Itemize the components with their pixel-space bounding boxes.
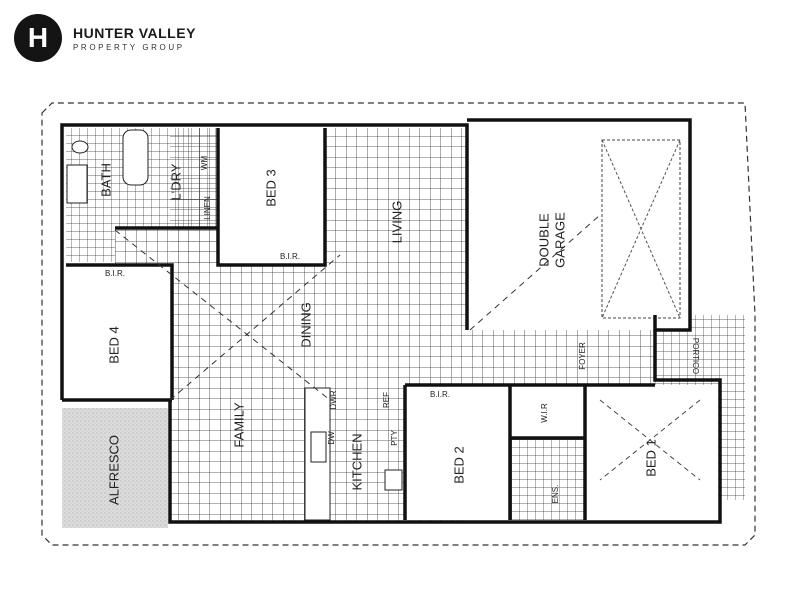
label-family: FAMILY	[231, 402, 246, 448]
brand-logo: H HUNTER VALLEY PROPERTY GROUP	[14, 14, 196, 62]
site-boundary	[41, 102, 756, 546]
label-laundry: L'DRY	[168, 163, 183, 200]
room-garage	[467, 120, 690, 330]
label-alfresco: ALFRESCO	[106, 435, 121, 505]
label-wir: W.I.R	[540, 403, 549, 423]
label-linen: LINEN	[203, 196, 212, 220]
label-pty: PTY	[390, 430, 399, 446]
label-garage-1: DOUBLE	[536, 213, 551, 267]
walls	[60, 118, 722, 524]
room-bed1	[585, 385, 718, 520]
label-bir3: B.I.R.	[280, 252, 300, 261]
label-dwr: DWR	[329, 390, 338, 409]
car-space	[601, 139, 681, 319]
label-bed1: BED 1	[643, 439, 658, 477]
label-ref: REF	[382, 392, 391, 408]
kitchen-sink	[310, 431, 327, 463]
foyer-floor	[467, 330, 655, 385]
label-bed3: BED 3	[263, 169, 278, 207]
label-living: LIVING	[389, 201, 404, 244]
room-wir	[510, 385, 585, 438]
bathtub	[122, 129, 149, 186]
room-bed2	[405, 385, 510, 520]
logo-mark: H	[14, 14, 62, 62]
label-kitchen: KITCHEN	[349, 433, 364, 490]
toilet	[71, 140, 89, 154]
label-ens: ENS.	[551, 485, 560, 504]
label-bath: BATH	[98, 163, 113, 197]
alfresco-floor	[62, 408, 168, 528]
label-dining: DINING	[298, 302, 313, 348]
brand-tagline: PROPERTY GROUP	[73, 42, 185, 52]
label-bed4: BED 4	[106, 326, 121, 364]
label-garage-2: GARAGE	[552, 212, 567, 268]
label-bir2: B.I.R.	[430, 390, 450, 399]
label-wm: WM	[200, 156, 209, 171]
ensuite-floor	[510, 438, 585, 520]
room-bed4	[66, 268, 172, 398]
room-bed3	[218, 128, 325, 265]
label-bir4: B.I.R.	[105, 269, 125, 278]
label-dw: DW	[327, 431, 336, 445]
label-foyer: FOYER	[578, 342, 587, 370]
cooktop	[384, 469, 403, 491]
label-portico: PORTICO	[691, 338, 700, 374]
label-bed2: BED 2	[451, 446, 466, 484]
brand-name: HUNTER VALLEY	[73, 24, 196, 41]
vanity	[66, 164, 88, 204]
